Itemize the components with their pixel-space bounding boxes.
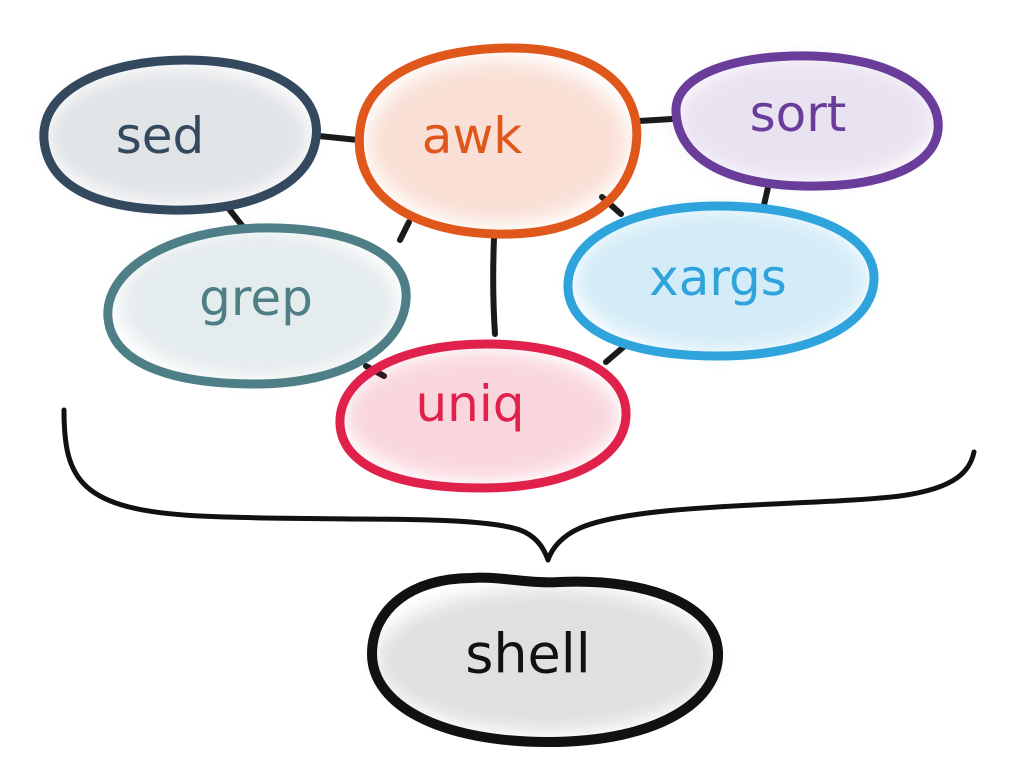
edge-awk-uniq xyxy=(490,235,498,337)
node-sort-outline xyxy=(671,51,943,191)
edge-sed-awk xyxy=(316,133,361,143)
node-uniq-label: uniq xyxy=(415,375,524,433)
brace xyxy=(61,407,977,563)
node-xargs-outline xyxy=(563,201,879,361)
node-grep: grep xyxy=(103,223,411,389)
node-xargs-label: xargs xyxy=(649,249,787,307)
node-awk-label: awk xyxy=(422,107,523,165)
node-sed-label: sed xyxy=(116,107,205,165)
node-sort: sort xyxy=(671,51,943,191)
node-awk-outline xyxy=(354,43,642,239)
node-sort-label: sort xyxy=(750,85,847,143)
node-grep-outline xyxy=(103,223,411,389)
node-shell: shell xyxy=(367,572,724,747)
node-uniq: uniq xyxy=(335,339,631,493)
node-sed: sed xyxy=(39,55,321,215)
node-shell-outline xyxy=(367,572,724,747)
node-uniq-outline xyxy=(335,339,631,493)
edge-awk-grep xyxy=(397,219,412,243)
node-awk: awk xyxy=(354,43,642,239)
node-sed-outline xyxy=(39,55,321,215)
edge-awk-sort xyxy=(636,116,675,124)
node-xargs: xargs xyxy=(563,201,879,361)
node-shell-label: shell xyxy=(465,623,591,686)
node-grep-label: grep xyxy=(199,269,313,327)
